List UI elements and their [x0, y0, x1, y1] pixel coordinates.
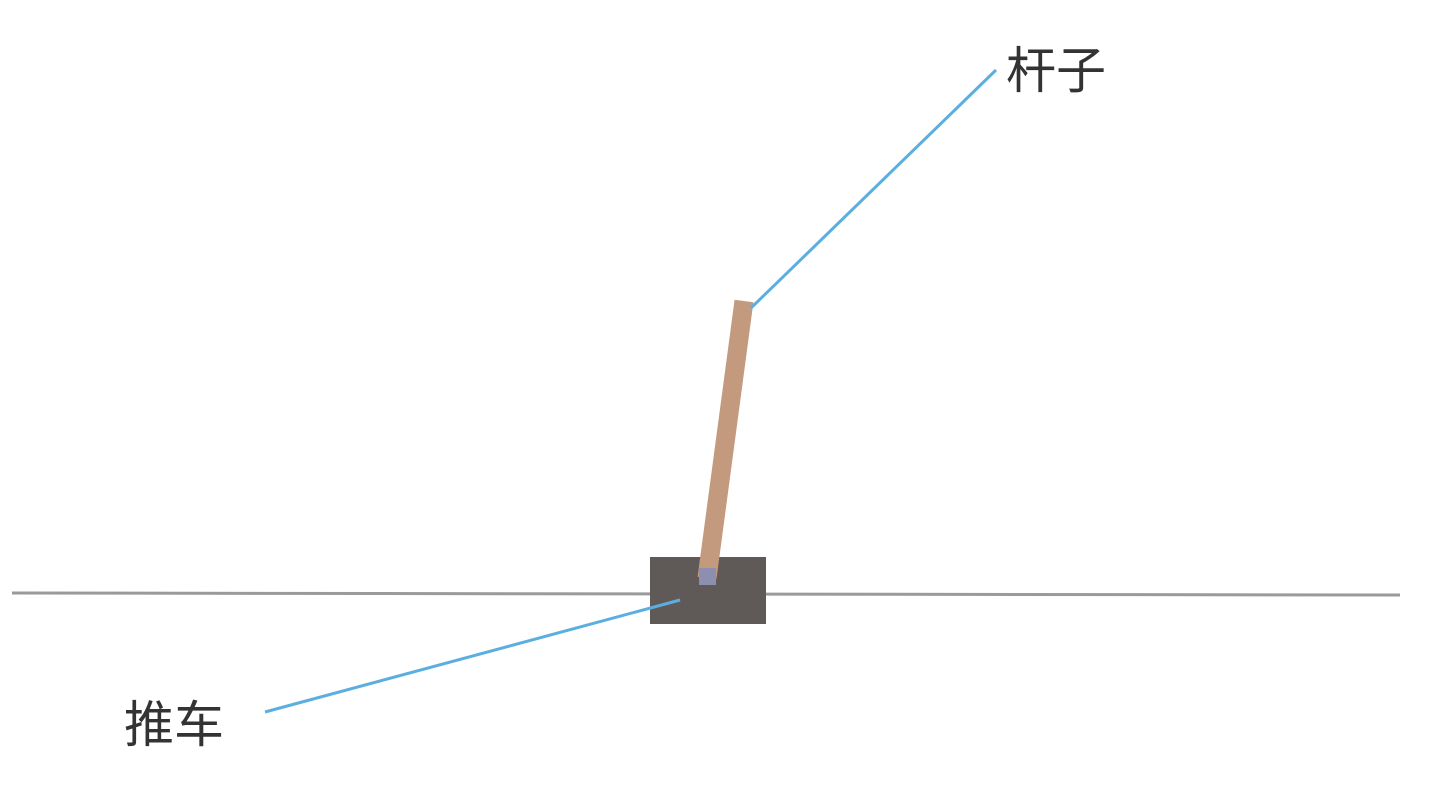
- pole: [697, 299, 754, 580]
- cart-label: 推车: [124, 696, 224, 754]
- axle-joint: [699, 568, 716, 585]
- pole-leader-line: [749, 68, 998, 310]
- pole-label: 杆子: [1006, 42, 1106, 100]
- cart-leader-line: [264, 598, 681, 714]
